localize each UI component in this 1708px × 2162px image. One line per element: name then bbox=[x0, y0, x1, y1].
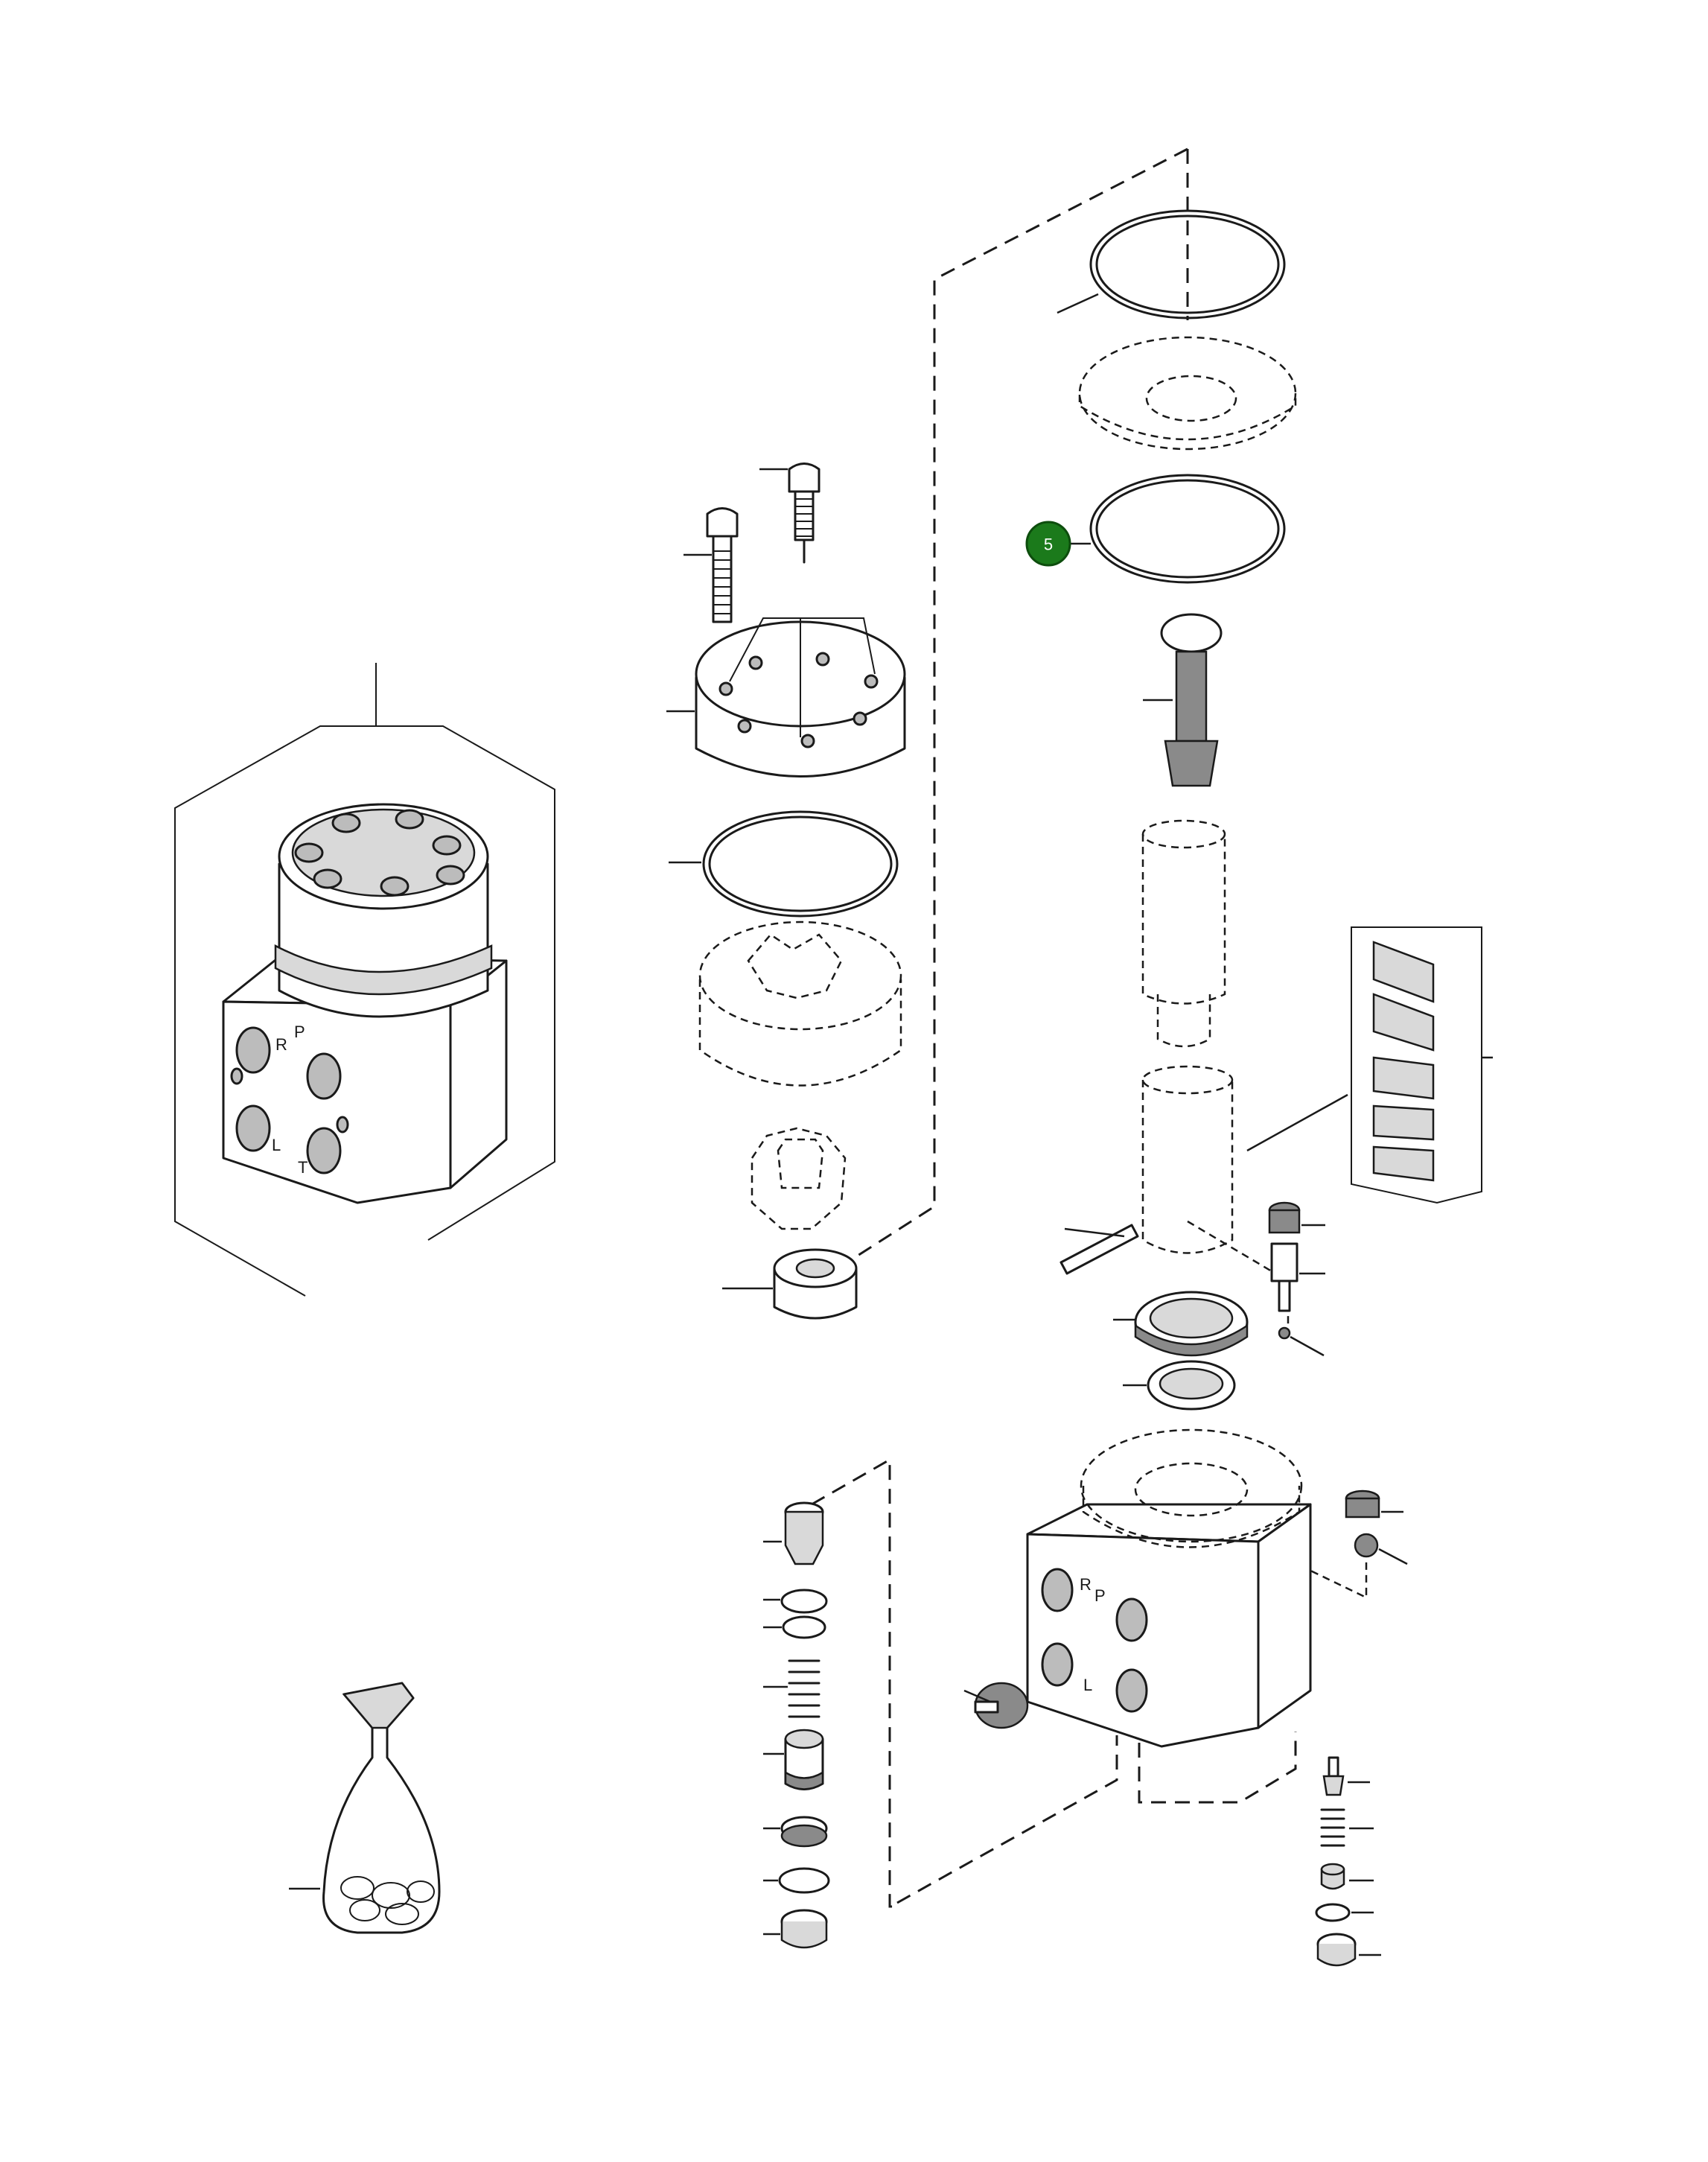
bearing-race[interactable] bbox=[1123, 1360, 1236, 1411]
shock-valve-plug[interactable] bbox=[1316, 1933, 1381, 1967]
check-ball[interactable] bbox=[1354, 1533, 1408, 1565]
bolt-1[interactable] bbox=[759, 462, 820, 564]
unit-ports bbox=[230, 1026, 349, 1174]
sleeve-dashed[interactable] bbox=[1141, 1065, 1348, 1254]
valve-housing[interactable]: R P L bbox=[1026, 1428, 1312, 1748]
gear-rotor[interactable] bbox=[751, 1127, 847, 1230]
o-ring-top[interactable] bbox=[1057, 209, 1286, 319]
port-label-r: R bbox=[275, 1035, 287, 1054]
drive-shaft[interactable] bbox=[1143, 613, 1223, 787]
callout-5[interactable]: 5 bbox=[1025, 521, 1071, 567]
check-ball-small-leader bbox=[1290, 1335, 1325, 1357]
bleed-screw[interactable] bbox=[963, 1682, 1029, 1729]
valve-plate-dashed[interactable] bbox=[1078, 336, 1297, 451]
cross-pin-leader bbox=[1064, 1227, 1125, 1238]
check-ball-small[interactable] bbox=[1278, 1326, 1325, 1357]
housing-label-r: R bbox=[1080, 1575, 1092, 1594]
dash-line-bottom-left bbox=[811, 1457, 901, 1908]
housing-side bbox=[1257, 1503, 1312, 1729]
centering-springs-inset[interactable] bbox=[1351, 926, 1493, 1204]
bleed-screw-leader bbox=[963, 1689, 991, 1703]
port-label-t: T bbox=[298, 1158, 307, 1177]
cross-pin[interactable] bbox=[1059, 1224, 1139, 1275]
dash-line-bottom-right bbox=[896, 1735, 1118, 1904]
assembly-dash-lines bbox=[811, 147, 1368, 1908]
housing-label-p: P bbox=[1094, 1586, 1106, 1605]
housing-plug[interactable] bbox=[1345, 1489, 1403, 1519]
relief-valve-o-ring-1[interactable] bbox=[763, 1589, 828, 1614]
unit-seal-ring bbox=[274, 944, 493, 996]
o-ring-callout-5[interactable] bbox=[1065, 474, 1286, 584]
shock-valve-spring[interactable] bbox=[1320, 1808, 1374, 1847]
housing-label-l: L bbox=[1083, 1676, 1092, 1694]
spool-dashed[interactable] bbox=[1141, 819, 1226, 1048]
shock-valve-seat[interactable] bbox=[1320, 1863, 1374, 1890]
port-label-l: L bbox=[272, 1136, 281, 1154]
check-plug[interactable] bbox=[1268, 1201, 1325, 1234]
relief-valve-piston[interactable] bbox=[763, 1729, 824, 1790]
check-valve-pin[interactable] bbox=[1270, 1242, 1325, 1312]
end-cap[interactable] bbox=[666, 617, 906, 778]
relief-valve-o-ring-3[interactable] bbox=[763, 1867, 830, 1894]
spacer-bushing[interactable] bbox=[722, 1248, 858, 1320]
check-ball-leader bbox=[1378, 1548, 1408, 1565]
gear-ring-dashed[interactable] bbox=[698, 921, 902, 1087]
relief-valve-poppet[interactable] bbox=[763, 1501, 824, 1565]
shock-valve-pin[interactable] bbox=[1322, 1756, 1370, 1796]
dash-line-top bbox=[841, 147, 1188, 1268]
o-ring-top-leader bbox=[1057, 293, 1099, 314]
relief-valve-plug[interactable] bbox=[763, 1909, 828, 1949]
seal-kit-bag[interactable] bbox=[289, 1682, 441, 1934]
relief-valve-seat[interactable] bbox=[763, 1816, 828, 1848]
port-label-p: P bbox=[294, 1023, 305, 1041]
shock-valve-o-ring[interactable] bbox=[1315, 1903, 1374, 1922]
bolt-2[interactable] bbox=[683, 507, 739, 623]
dash-line-ball bbox=[1265, 1548, 1368, 1599]
relief-valve-o-ring-2[interactable] bbox=[763, 1615, 826, 1639]
o-ring-mid[interactable] bbox=[669, 810, 899, 918]
thrust-bearing[interactable] bbox=[1113, 1291, 1249, 1357]
callout-5-circle bbox=[1025, 521, 1071, 567]
sleeve-leader bbox=[1246, 1093, 1348, 1152]
unit-cap-bolts bbox=[294, 809, 465, 897]
housing-front bbox=[1026, 1533, 1260, 1748]
assembly-bracket bbox=[174, 725, 555, 1297]
callout-5-label: 5 bbox=[1044, 535, 1053, 554]
assembled-steering-unit[interactable]: P R L T bbox=[174, 663, 555, 1297]
relief-valve-spring[interactable] bbox=[763, 1659, 820, 1718]
